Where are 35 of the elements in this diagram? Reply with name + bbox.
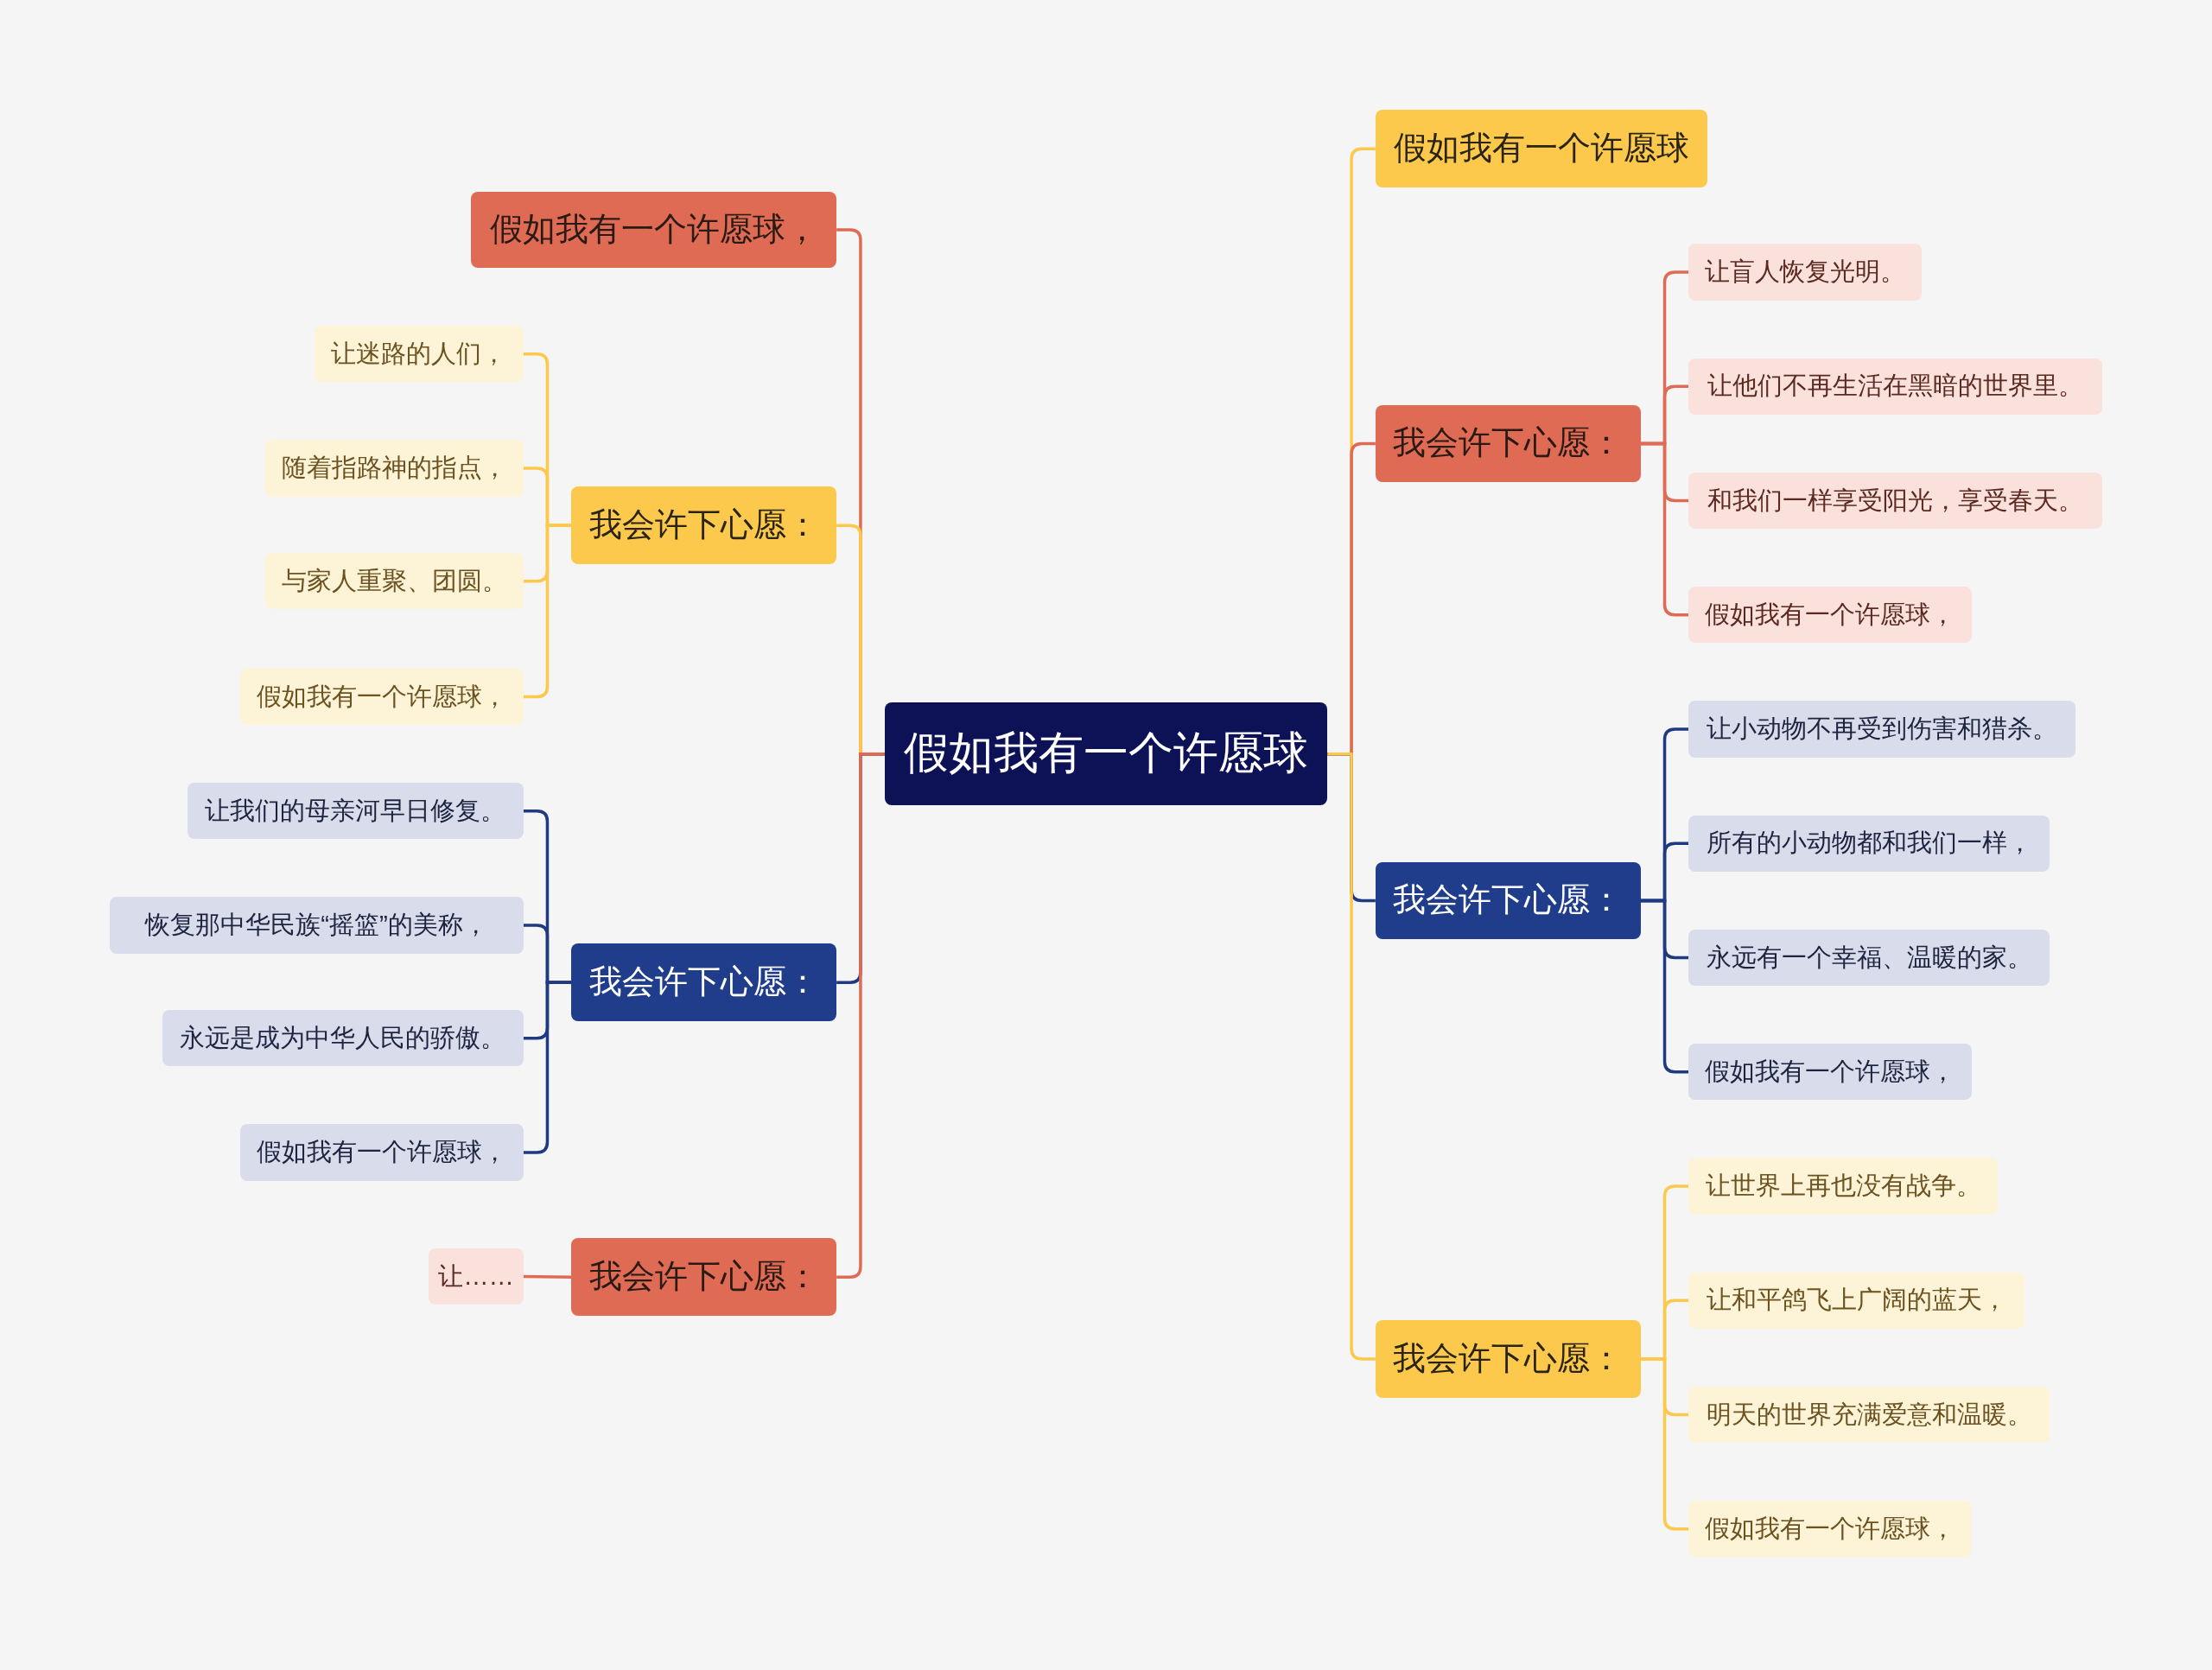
connector [1640,898,1689,1074]
leaf-topic: 让世界上再也没有战争。 [1688,1158,1998,1215]
leaf-topic: 让他们不再生活在黑暗的世界里。 [1688,358,2102,415]
branch-topic: 我会许下心愿： [571,943,837,1021]
branch-topic: 假如我有一个许愿球 [1375,110,1707,188]
leaf-topic: 让小动物不再受到伤害和猎杀。 [1688,701,2075,758]
branch-topic: 我会许下心愿： [1375,861,1641,940]
leaf-topic: 所有的小动物都和我们一样， [1688,815,2050,872]
leaf-topic: 随着指路神的指点， [264,440,524,497]
leaf-topic: 假如我有一个许愿球， [239,1124,524,1181]
connector [523,1274,572,1279]
leaf-topic: 假如我有一个许愿球， [1688,1044,1973,1101]
leaf-topic: 让和平鸽飞上广阔的蓝天， [1688,1272,2024,1329]
branch-topic: 假如我有一个许愿球， [471,192,837,269]
branch-topic: 我会许下心愿： [1375,1320,1641,1398]
central-topic: 假如我有一个许愿球 [884,702,1328,806]
leaf-topic: 假如我有一个许愿球， [239,668,524,726]
leaf-topic: 让迷路的人们， [315,326,524,383]
leaf-topic: 永远有一个幸福、温暖的家。 [1688,929,2050,987]
branch-topic: 我会许下心愿： [1375,404,1641,483]
leaf-topic: 让…… [429,1248,524,1305]
connector [1327,752,1376,1361]
leaf-topic: 恢复那中华民族“摇篮”的美称， [110,897,524,954]
leaf-topic: 明天的世界充满爱意和温暖。 [1688,1386,2050,1444]
connector [836,752,885,1279]
leaf-topic: 让我们的母亲河早日修复。 [188,783,524,840]
leaf-topic: 永远是成为中华人民的骄傲。 [162,1009,524,1067]
branch-topic: 我会许下心愿： [571,486,837,565]
leaf-topic: 假如我有一个许愿球， [1688,1501,1973,1558]
leaf-topic: 和我们一样享受阳光，享受春天。 [1688,472,2102,530]
leaf-topic: 假如我有一个许愿球， [1688,587,1973,644]
connector [523,981,572,1154]
leaf-topic: 让盲人恢复光明。 [1688,244,1922,301]
leaf-topic: 与家人重聚、团圆。 [264,553,524,610]
branch-topic: 我会许下心愿： [571,1238,837,1317]
